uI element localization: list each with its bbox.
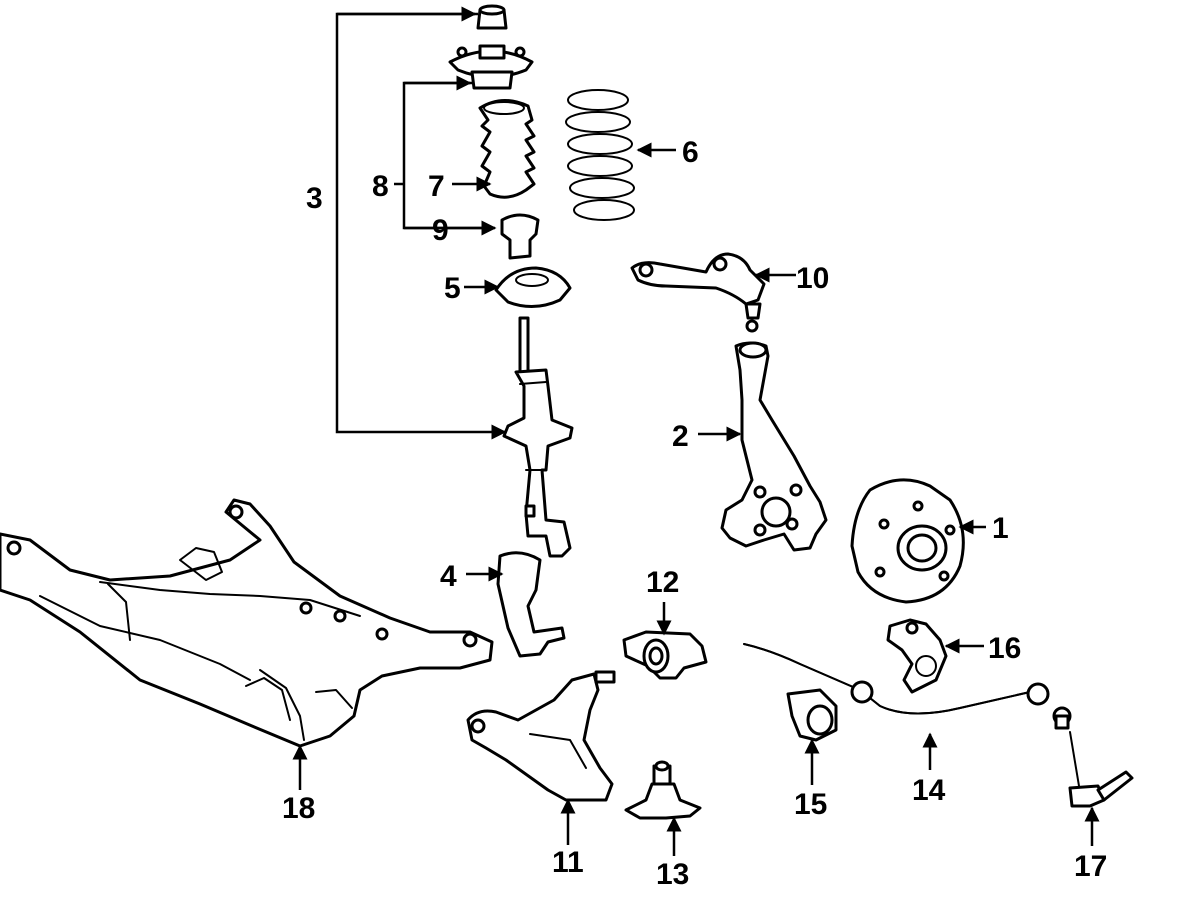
callout-13: 13 [656, 858, 689, 891]
wheel-hub-bearing [850, 478, 965, 604]
upper-control-arm [630, 252, 766, 333]
callout-3: 3 [306, 182, 323, 215]
lower-ball-joint [496, 551, 566, 658]
lower-control-arm [466, 670, 616, 802]
strut-cap-nut [476, 4, 508, 30]
callout-2: 2 [672, 420, 689, 453]
callout-9: 9 [432, 214, 449, 247]
stabilizer-bracket [886, 618, 948, 694]
callout-6: 6 [682, 136, 699, 169]
ball-joint-assembly [624, 760, 702, 820]
callout-15: 15 [794, 788, 827, 821]
bump-stop [500, 213, 540, 260]
callout-1: 1 [992, 512, 1009, 545]
callout-14: 14 [912, 774, 946, 807]
lower-arm-bushing-bracket [622, 630, 708, 680]
callout-18: 18 [282, 792, 315, 825]
strut-shock-absorber [502, 316, 574, 558]
callout-arrows [292, 142, 1100, 856]
callout-labels: 1 2 3 4 5 6 7 8 9 10 11 12 13 14 15 16 1… [282, 136, 1107, 891]
stabilizer-bar [743, 643, 1050, 715]
coil-spring [565, 89, 635, 221]
callout-8: 8 [372, 170, 389, 203]
front-crossmember-subframe [0, 498, 494, 748]
steering-knuckle [720, 341, 828, 552]
lower-spring-seat [494, 266, 572, 308]
callout-10: 10 [796, 262, 829, 295]
callout-11: 11 [552, 846, 584, 879]
callout-5: 5 [444, 272, 461, 305]
callout-17: 17 [1074, 850, 1107, 883]
upper-support-bracket [394, 75, 497, 236]
stabilizer-link [1052, 706, 1134, 808]
strut-bellows-boot [478, 99, 536, 199]
callout-4: 4 [440, 560, 457, 593]
strut-upper-mount [448, 44, 534, 90]
callout-7: 7 [428, 170, 445, 203]
stabilizer-bushing [786, 688, 838, 742]
strut-assembly-bracket [335, 6, 507, 440]
callout-16: 16 [988, 632, 1021, 665]
callout-12: 12 [646, 566, 679, 599]
